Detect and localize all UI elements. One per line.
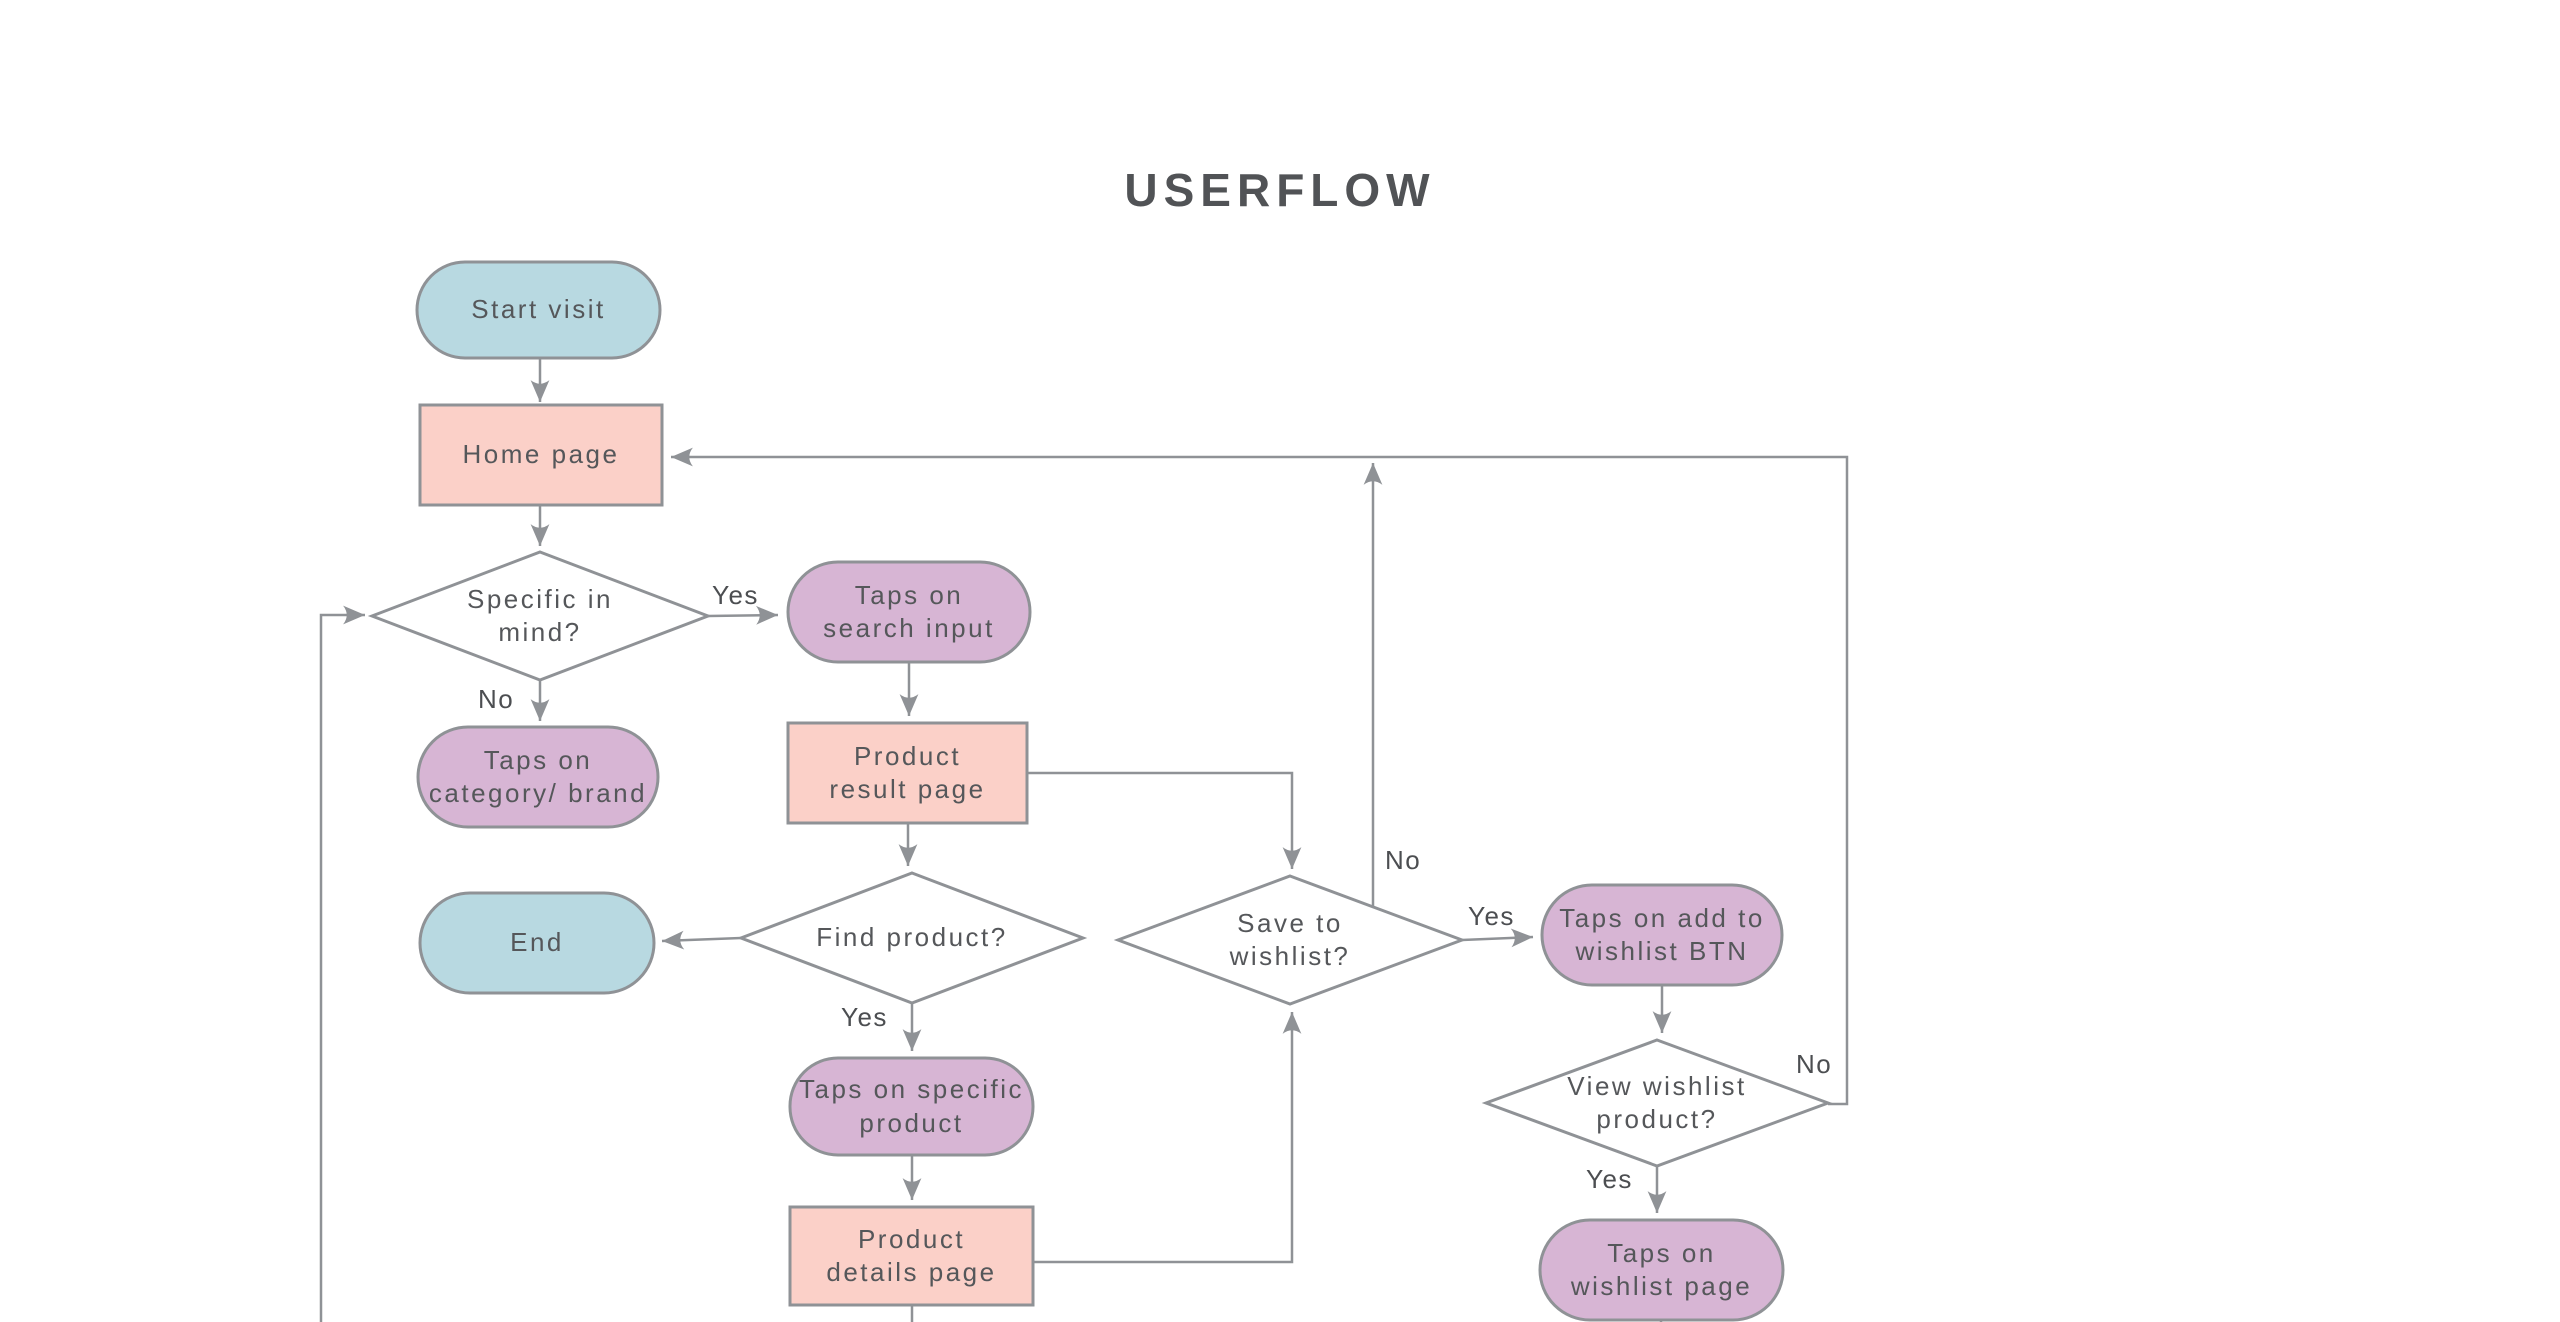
node-end-shape — [418, 891, 656, 995]
edge-details-to-save — [1033, 1012, 1302, 1264]
node-home-page-label: Home page — [462, 439, 620, 470]
node-taps-category-brand-shape — [416, 725, 660, 829]
edge-find-no-to-end — [661, 930, 742, 950]
edge-label-view-yes: Yes — [1586, 1164, 1633, 1194]
node-taps-search-input-label: Taps on search input — [823, 579, 995, 643]
node-taps-search-input-shape — [786, 560, 1032, 664]
node-product-result-page-shape — [786, 721, 1029, 825]
edge-left-loop-to-specific — [319, 605, 365, 1322]
node-end-label: End — [510, 927, 564, 958]
edge-label-find-yes: Yes — [841, 1002, 888, 1032]
node-taps-wishlist-page-shape — [1538, 1218, 1785, 1322]
edge-view-no-to-home — [671, 447, 1849, 1106]
diagram-title: USERFLOW — [1124, 164, 1436, 216]
edge-label-save-no: No — [1385, 845, 1422, 875]
node-product-details-page-shape — [788, 1205, 1035, 1307]
edge-label-specific-no: No — [478, 684, 515, 714]
node-start-label: Start visit — [471, 294, 606, 325]
node-save-to-wishlist-shape — [1113, 874, 1467, 1006]
node-save-to-wishlist-label: Save to wishlist? — [1229, 907, 1351, 971]
edge-label-specific-yes: Yes — [712, 580, 759, 610]
node-home-page-shape — [418, 403, 664, 507]
node-find-product-label: Find product? — [816, 922, 1008, 953]
node-product-details-page-label: Product details page — [826, 1223, 997, 1287]
node-start-shape — [415, 260, 662, 360]
node-taps-add-wishlist-btn-shape — [1540, 883, 1784, 987]
edge-result-to-save — [1027, 771, 1302, 869]
node-product-result-page-label: Product result page — [829, 740, 986, 804]
node-specific-in-mind-shape — [367, 550, 713, 682]
edge-label-save-yes: Yes — [1468, 901, 1515, 931]
node-taps-wishlist-page-label: Taps on wishlist page — [1570, 1237, 1753, 1301]
node-taps-add-wishlist-btn-label: Taps on add to wishlist BTN — [1559, 902, 1765, 966]
node-find-product-shape — [736, 871, 1088, 1005]
edge-specific-yes-to-search — [707, 605, 779, 625]
node-view-wishlist-product-label: View wishlist product? — [1567, 1070, 1747, 1134]
edge-label-view-no: No — [1796, 1049, 1833, 1079]
node-taps-specific-product-shape — [788, 1056, 1035, 1157]
node-specific-in-mind-label: Specific in mind? — [467, 583, 613, 647]
node-view-wishlist-product-shape — [1481, 1038, 1833, 1168]
node-taps-category-brand-label: Taps on category/ brand — [428, 744, 648, 808]
node-taps-specific-product-label: Taps on specific product — [799, 1074, 1024, 1138]
edge-save-yes-to-add-wishlist — [1461, 928, 1534, 948]
